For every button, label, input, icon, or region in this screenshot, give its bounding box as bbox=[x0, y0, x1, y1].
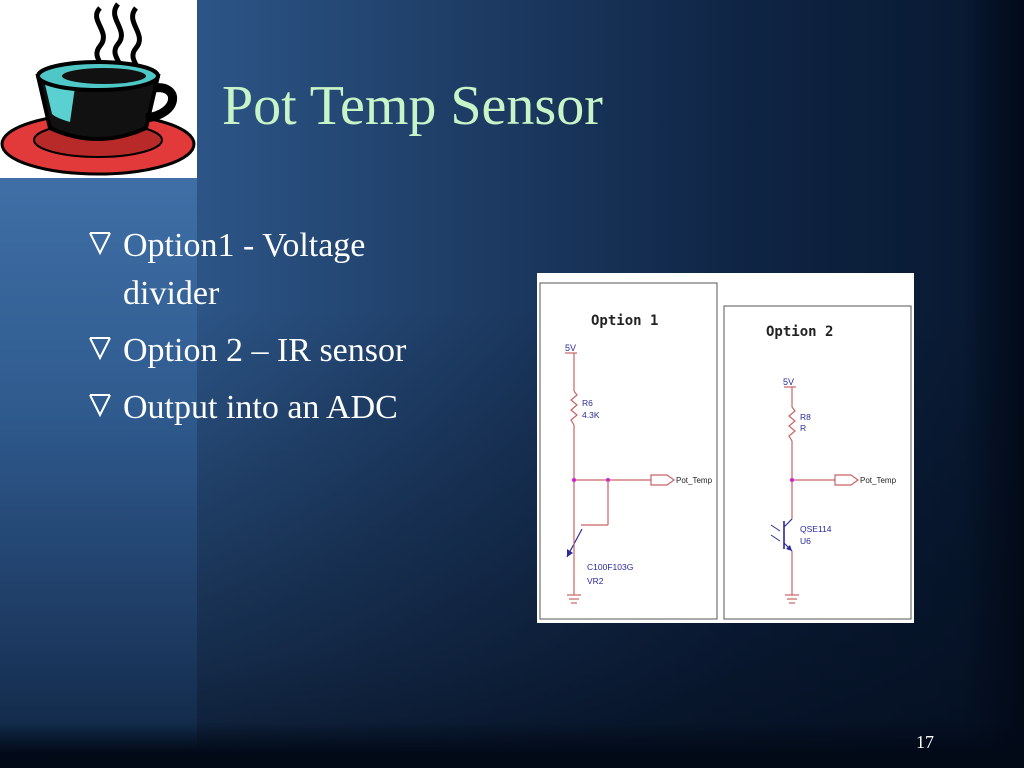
bullet-text: Option1 - Voltage divider bbox=[123, 227, 366, 312]
option2-ground-icon bbox=[785, 594, 799, 604]
bullet-item: Option 2 – IR sensor bbox=[88, 327, 468, 375]
option1-net: Pot_Temp bbox=[676, 476, 713, 485]
coffee-cup-icon bbox=[0, 2, 196, 176]
option1-output-port bbox=[650, 474, 676, 486]
bullet-list: Option1 - Voltage divider Option 2 – IR … bbox=[88, 222, 468, 441]
option2-output-port bbox=[834, 474, 860, 486]
option2-net: Pot_Temp bbox=[860, 476, 897, 485]
option2-panel bbox=[723, 305, 912, 620]
bottom-band bbox=[0, 722, 1024, 768]
slide-title: Pot Temp Sensor bbox=[222, 75, 603, 137]
schematic-image: Option 1 5V R6 4.3K Pot_Temp C100F103G V… bbox=[537, 273, 914, 623]
check-mark-icon bbox=[89, 394, 111, 418]
left-band bbox=[0, 178, 197, 748]
option1-resistor bbox=[570, 390, 578, 426]
check-mark-icon bbox=[89, 232, 111, 256]
option1-panel bbox=[539, 282, 718, 620]
option2-sensor-ref: U6 bbox=[800, 536, 811, 546]
option1-label: Option 1 bbox=[591, 313, 658, 329]
check-mark-icon bbox=[89, 337, 111, 361]
schematic-drawing: Option 1 5V R6 4.3K Pot_Temp C100F103G V… bbox=[539, 282, 912, 620]
bullet-text: Option 2 – IR sensor bbox=[123, 332, 407, 369]
option2-resistor-value: R bbox=[800, 423, 806, 433]
option2-sensor-part: QSE114 bbox=[800, 524, 832, 534]
option2-supply: 5V bbox=[783, 377, 794, 387]
bullet-item: Output into an ADC bbox=[88, 384, 468, 432]
coffee-cup-logo bbox=[0, 0, 197, 178]
option1-sensor-part: C100F103G bbox=[587, 562, 633, 572]
right-band bbox=[964, 0, 1024, 768]
option1-sensor-ref: VR2 bbox=[587, 576, 604, 586]
option2-resistor bbox=[788, 406, 796, 442]
bullet-text: Output into an ADC bbox=[123, 389, 398, 426]
option2-resistor-ref: R8 bbox=[800, 412, 811, 422]
option1-ground-icon bbox=[567, 594, 581, 604]
option2-label: Option 2 bbox=[766, 324, 833, 340]
option1-resistor-value: 4.3K bbox=[582, 410, 600, 420]
bullet-item: Option1 - Voltage divider bbox=[88, 222, 468, 318]
option1-supply: 5V bbox=[565, 343, 576, 353]
option2-phototransistor-icon bbox=[770, 518, 793, 552]
page-number: 17 bbox=[916, 732, 934, 752]
option1-resistor-ref: R6 bbox=[582, 398, 593, 408]
